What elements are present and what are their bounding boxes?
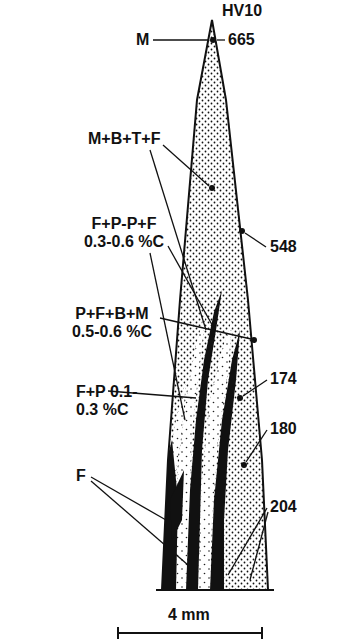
hardness-value: 548 [270, 238, 297, 256]
scale-bar [118, 627, 262, 639]
cone-outline [162, 20, 268, 590]
phase-label: M [136, 31, 149, 49]
hardness-value: 204 [270, 498, 297, 516]
phase-label: M+B+T+F [88, 130, 160, 148]
indent-dots [209, 37, 257, 468]
phase-label: F [76, 467, 86, 485]
hardness-value: 665 [228, 31, 255, 49]
scale-label: 4 mm [168, 606, 210, 624]
hardness-value: 180 [270, 420, 297, 438]
base-line [156, 589, 274, 591]
phase-label: P+F+B+M 0.5-0.6 %C [66, 305, 158, 341]
unit-label: HV10 [222, 2, 262, 20]
phase-label: F+P-P+F 0.3-0.6 %C [78, 215, 170, 251]
martensite-region [150, 10, 280, 600]
ferrite-band [210, 330, 240, 590]
phase-label: F+P 0.1-0.3 %C [76, 383, 158, 419]
ferrite-band [170, 470, 184, 540]
hardness-value: 174 [270, 370, 297, 388]
